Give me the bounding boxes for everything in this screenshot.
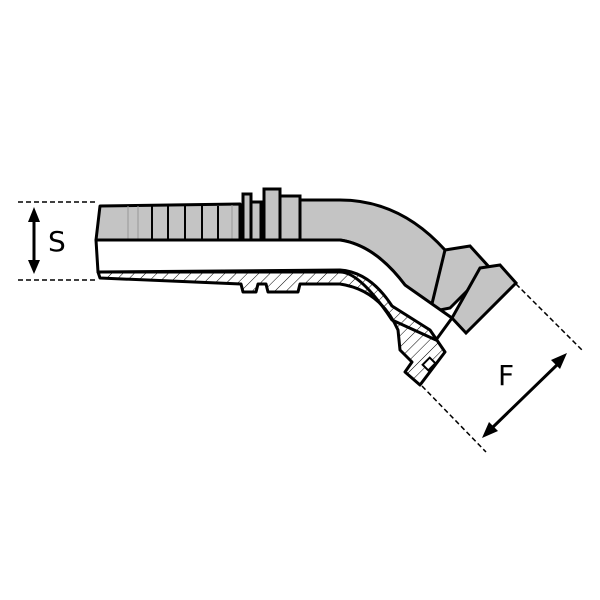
fitting-section: [94, 238, 454, 387]
dimension-label-s: S: [48, 225, 66, 258]
dimension-label-f: F: [498, 359, 515, 392]
s-extension-lines: [18, 201, 98, 281]
s-dimension-arrow: [28, 207, 40, 274]
fitting-upper-body: [94, 187, 519, 336]
f-extension-lines: [421, 283, 583, 453]
f-dimension-arrow: [482, 353, 567, 438]
